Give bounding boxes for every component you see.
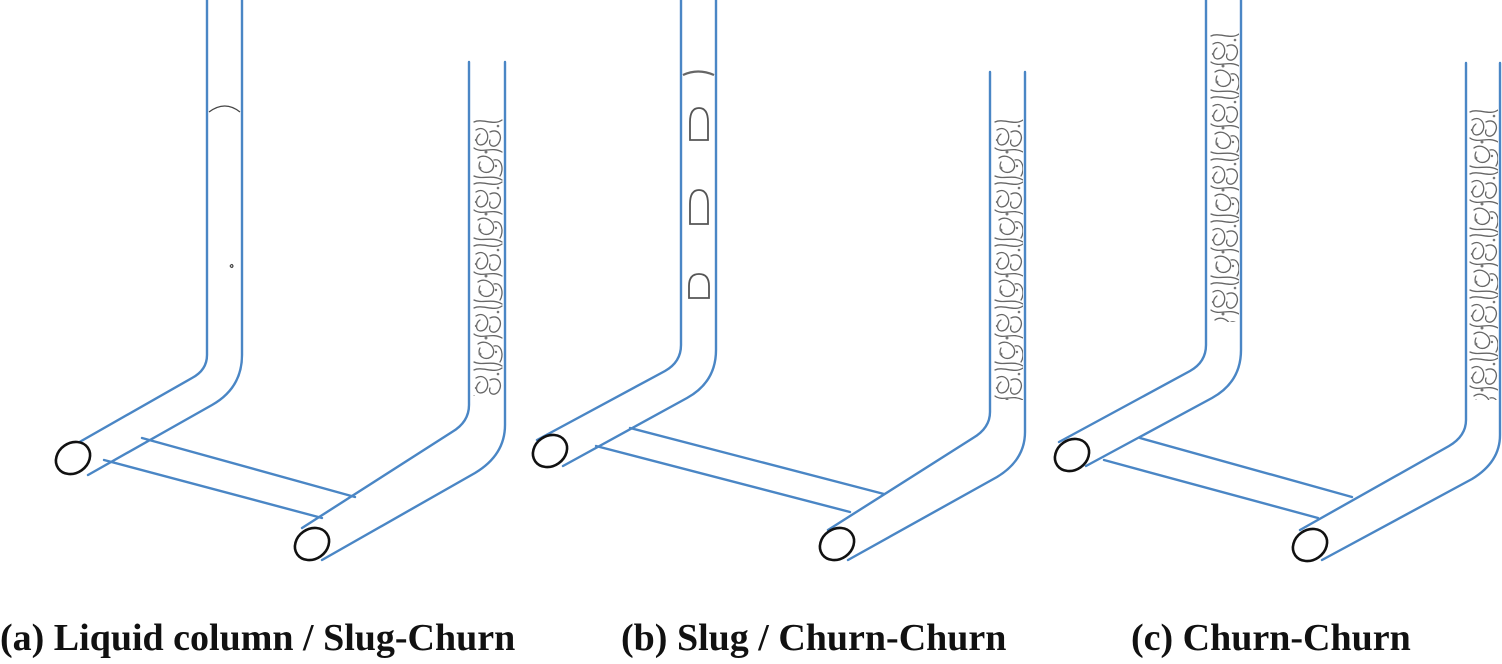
liquid-column-meniscus-a bbox=[208, 105, 241, 113]
crossover-c bbox=[1102, 436, 1354, 520]
inlet-rim-right-b bbox=[818, 526, 856, 562]
right-riser-c bbox=[1298, 61, 1502, 562]
inlet-rim-left-a bbox=[54, 440, 92, 476]
churn-froth-left-c bbox=[1210, 33, 1239, 322]
slug-meniscus-b bbox=[682, 70, 715, 77]
caption-c: (c) Churn-Churn bbox=[1131, 617, 1411, 659]
left-riser-b bbox=[535, 0, 718, 468]
taylor-bubble-2-b bbox=[689, 189, 709, 225]
taylor-bubble-3-b bbox=[688, 273, 710, 299]
right-riser-b bbox=[826, 70, 1027, 562]
taylor-bubble-1-b bbox=[689, 107, 709, 141]
caption-a: (a) Liquid column / Slug-Churn bbox=[0, 617, 516, 659]
inlet-rim-right-c bbox=[1291, 527, 1329, 563]
left-riser-a bbox=[60, 0, 244, 477]
left-riser-c bbox=[1057, 0, 1243, 468]
small-bubble-a bbox=[229, 263, 234, 269]
churn-froth-right-c bbox=[1469, 109, 1498, 400]
right-riser-a bbox=[300, 60, 507, 562]
crossover-b bbox=[594, 426, 886, 514]
panel-b bbox=[531, 0, 1027, 562]
churn-froth-right-b bbox=[994, 119, 1023, 400]
caption-b: (b) Slug / Churn-Churn bbox=[621, 617, 1007, 659]
panel-a bbox=[54, 0, 507, 562]
panel-c bbox=[1053, 0, 1502, 563]
inlet-rim-right-a bbox=[293, 526, 331, 562]
inlet-rim-left-c bbox=[1053, 437, 1091, 473]
inlet-rim-left-b bbox=[531, 433, 569, 469]
churn-froth-right-a bbox=[473, 119, 503, 396]
crossover-a bbox=[102, 436, 357, 520]
